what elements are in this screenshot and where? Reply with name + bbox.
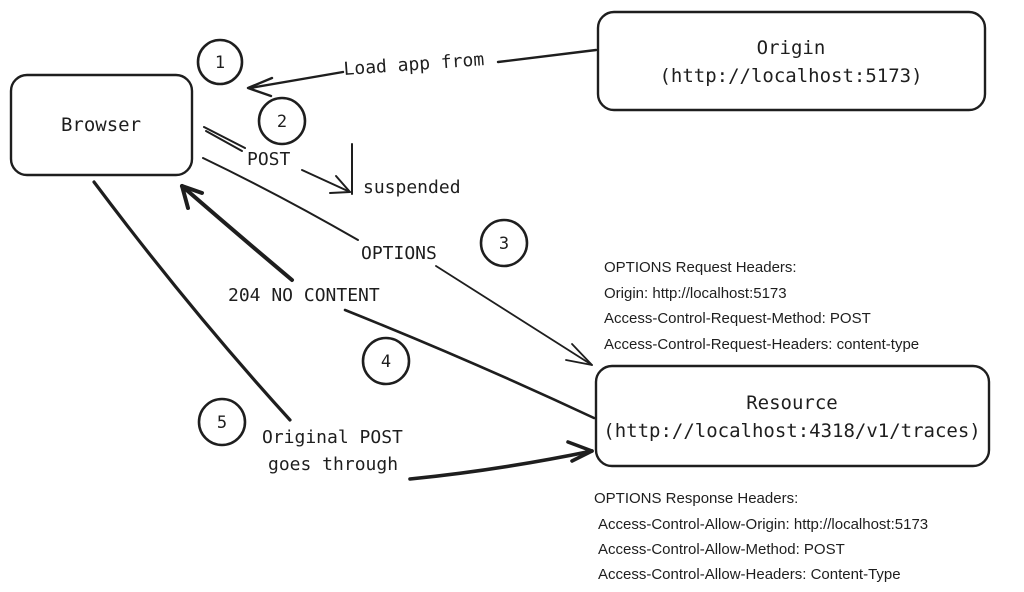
- edge-post-suspended: POST suspended: [203, 126, 461, 198]
- browser-label: Browser: [61, 114, 141, 136]
- step-3-marker: 3: [479, 218, 529, 268]
- step-3-label: 3: [499, 234, 509, 254]
- step-5-marker: 5: [197, 397, 247, 447]
- edge-no-content: 204 NO CONTENT: [180, 184, 596, 420]
- edge-original-post: Original POST goes through: [92, 180, 594, 481]
- request-headers-title: OPTIONS Request Headers:: [604, 259, 797, 276]
- step-4-marker: 4: [361, 336, 411, 386]
- response-headers-note: OPTIONS Response Headers: Access-Control…: [594, 490, 928, 583]
- step-1-marker: 1: [196, 38, 244, 86]
- edge-load-app: Load app from: [246, 48, 598, 98]
- resource-node: Resource (http://localhost:4318/v1/trace…: [594, 364, 991, 468]
- origin-node: Origin (http://localhost:5173): [596, 10, 987, 112]
- request-headers-note: OPTIONS Request Headers: Origin: http://…: [604, 259, 919, 353]
- origin-title: Origin: [757, 37, 826, 59]
- step-2-marker: 2: [257, 96, 307, 146]
- edge-label-suspended: suspended: [363, 177, 461, 198]
- request-header-line: Origin: http://localhost:5173: [604, 285, 787, 302]
- response-header-line: Access-Control-Allow-Headers: Content-Ty…: [598, 566, 901, 583]
- response-header-line: Access-Control-Allow-Origin: http://loca…: [598, 516, 928, 533]
- step-5-label: 5: [217, 413, 227, 433]
- response-headers-title: OPTIONS Response Headers:: [594, 490, 798, 507]
- edge-label-options: OPTIONS: [361, 243, 437, 264]
- response-header-line: Access-Control-Allow-Method: POST: [598, 541, 845, 558]
- edge-label-original-post-1: Original POST: [262, 427, 403, 448]
- resource-title: Resource: [746, 392, 838, 414]
- step-1-label: 1: [215, 53, 225, 73]
- request-header-line: Access-Control-Request-Headers: content-…: [604, 336, 919, 353]
- resource-url: (http://localhost:4318/v1/traces): [603, 420, 981, 442]
- origin-url: (http://localhost:5173): [659, 65, 922, 87]
- edge-label-no-content: 204 NO CONTENT: [228, 285, 380, 306]
- step-4-label: 4: [381, 352, 391, 372]
- edge-options: OPTIONS: [202, 157, 593, 366]
- browser-node: Browser: [9, 73, 194, 177]
- step-2-label: 2: [277, 112, 287, 132]
- request-header-line: Access-Control-Request-Method: POST: [604, 310, 871, 327]
- edge-label-load-app: Load app from: [343, 49, 485, 80]
- edge-label-original-post-2: goes through: [268, 454, 398, 475]
- edge-label-post: POST: [247, 149, 291, 170]
